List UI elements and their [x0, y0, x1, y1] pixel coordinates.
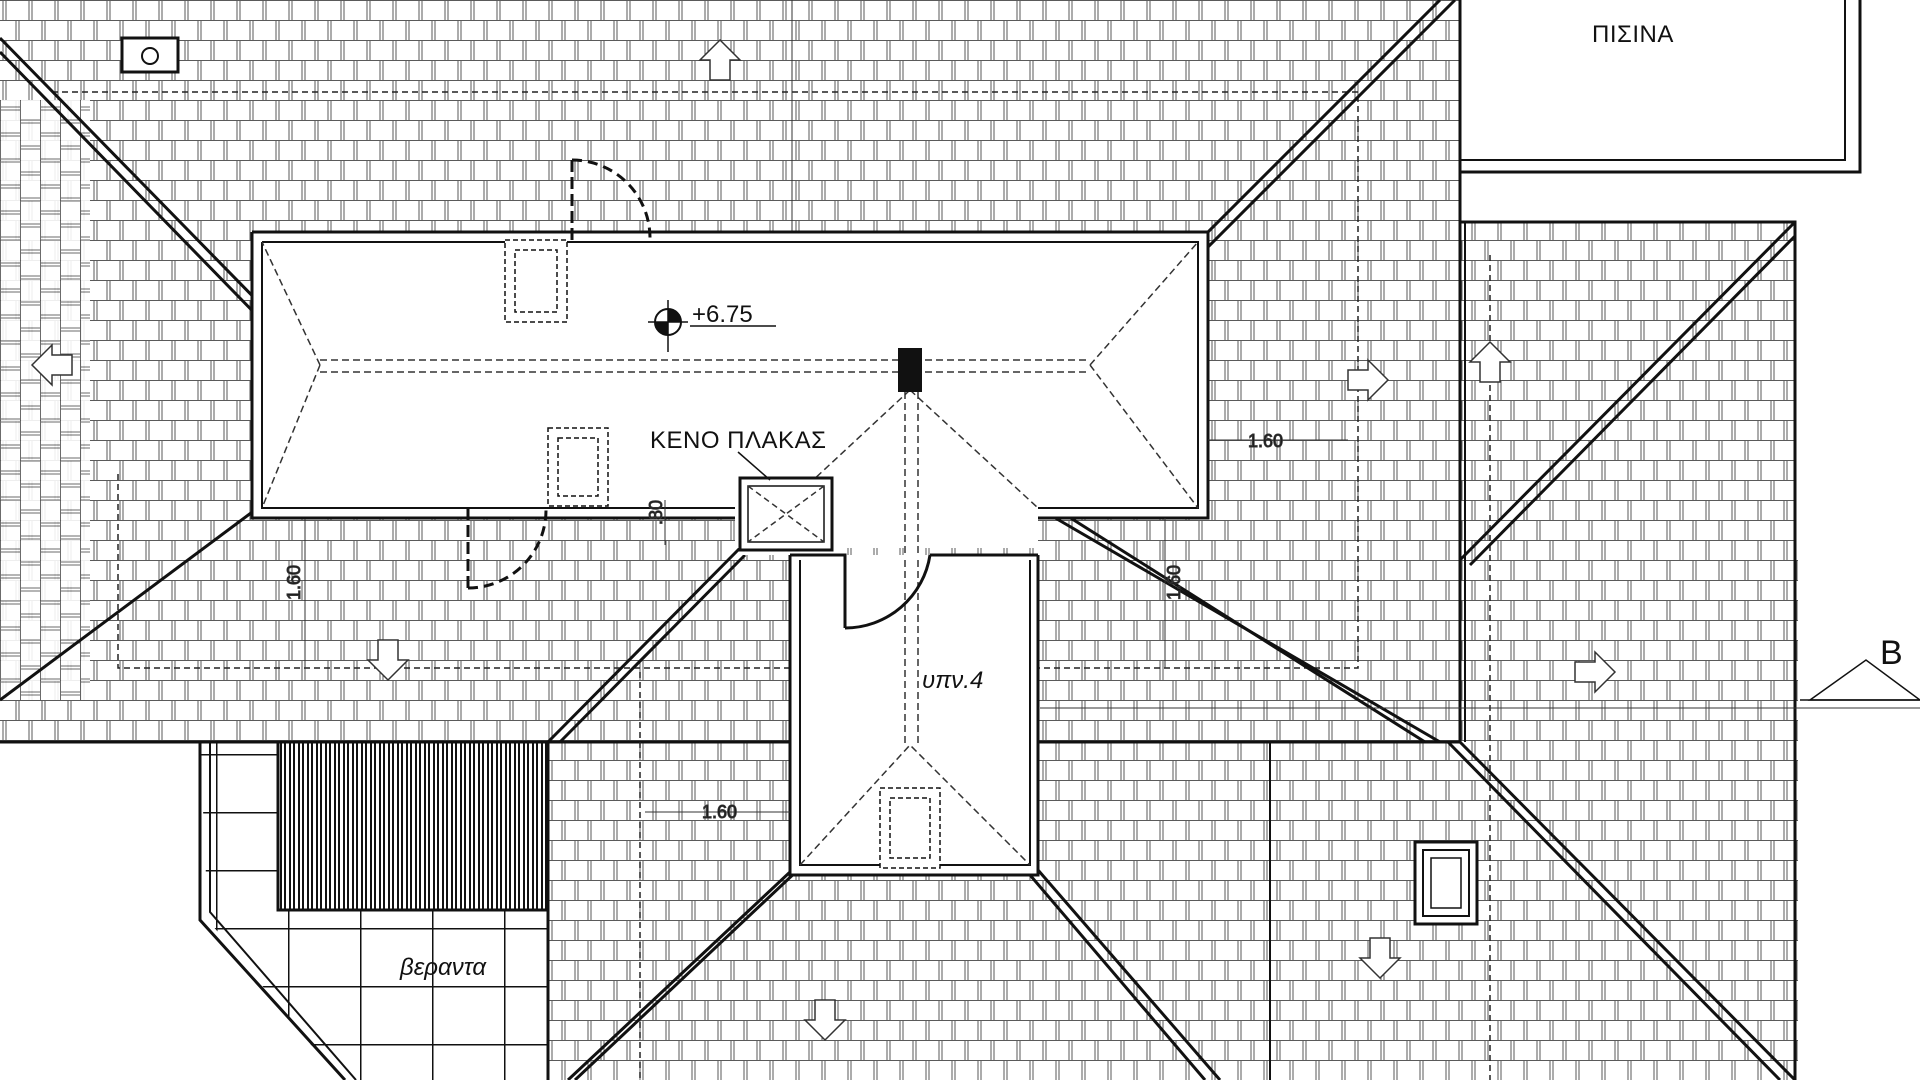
dim-small: .80 [646, 500, 666, 525]
section-marker: B [1800, 634, 1920, 701]
skylights [504, 239, 1479, 926]
pool-label: ΠΙΣΙΝΑ [1592, 21, 1674, 48]
dim-right-top: 1.60 [1248, 431, 1283, 451]
vent-box [120, 36, 180, 74]
elevation-marker: +6.75 [648, 300, 776, 352]
roof-tiles [0, 0, 1798, 1080]
slab-void: ΚΕΝΟ ΠΛΑΚΑΣ [650, 427, 834, 552]
pool-area: ΠΙΣΙΝΑ [1458, 0, 1920, 174]
bedroom-label: υπν.4 [922, 667, 983, 694]
door-swings [466, 158, 652, 590]
section-label: B [1880, 634, 1903, 672]
veranda-area: βεραντα [198, 740, 550, 1080]
dimensions: 1.60 1.60 1.60 1.60 .80 [284, 431, 1348, 823]
slope-arrows [30, 38, 1617, 1042]
dim-bottom: 1.60 [702, 802, 737, 822]
flat-roof-upper [250, 230, 1210, 700]
slab-void-label: ΚΕΝΟ ΠΛΑΚΑΣ [650, 427, 826, 454]
elevation-label: +6.75 [692, 301, 753, 328]
chimney [898, 348, 922, 392]
dim-left: 1.60 [284, 565, 304, 600]
veranda-label: βεραντα [399, 954, 487, 981]
dim-mid: 1.60 [1164, 565, 1184, 600]
